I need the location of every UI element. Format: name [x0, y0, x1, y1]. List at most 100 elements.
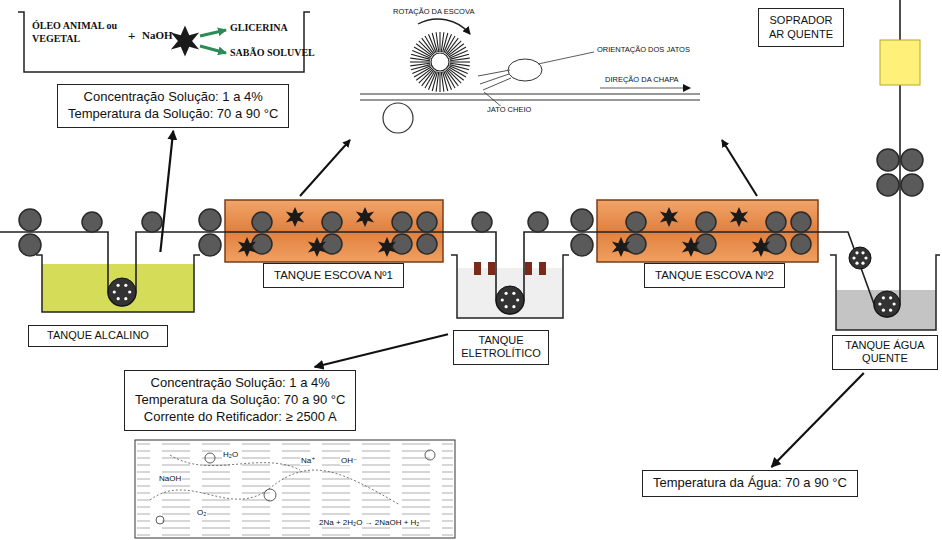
rollers — [252, 234, 272, 254]
steel-strip — [0, 0, 900, 317]
box-text: NaOH — [142, 29, 173, 42]
annotation-label: Na⁺ — [300, 456, 316, 465]
brush-detail — [441, 72, 444, 92]
rollers — [877, 149, 899, 171]
brush-detail — [450, 58, 470, 61]
electrolysis-detail — [135, 440, 455, 538]
rollers — [322, 212, 342, 232]
rollers — [142, 212, 162, 232]
submerged-rollers — [108, 278, 136, 306]
brush-tank-1 — [225, 200, 443, 262]
box-text: + — [128, 28, 135, 44]
reaction-star — [171, 25, 199, 56]
electrolysis-detail — [205, 453, 215, 463]
rollers — [19, 149, 923, 256]
rollers — [766, 212, 786, 232]
rollers — [696, 212, 716, 232]
box-text: Concentração Solução: 1 a 4% — [68, 89, 278, 106]
brush-tank-2 — [597, 200, 818, 262]
box-text: Temperatura da Água: 70 a 90 °C — [653, 475, 847, 492]
brush-stars — [308, 237, 326, 257]
hot-air-blower — [880, 40, 920, 85]
roller-dots — [889, 309, 892, 312]
electrolytic-tank-node: TANQUE ELETROLÍTICO — [451, 255, 569, 365]
roller-dots — [882, 296, 885, 299]
reaction-box: ÓLEO ANIMAL ou VEGETAL+NaOHGLICERINASABÃ… — [24, 12, 304, 72]
brush-detail — [538, 52, 594, 64]
box-text: Corrente do Retificador: ≥ 2500 A — [135, 409, 345, 426]
rollers — [901, 174, 923, 196]
electrolysis-detail — [150, 470, 400, 505]
product-arrows — [200, 46, 226, 53]
rollers — [19, 234, 41, 256]
box-text: SOPRADOR AR QUENTE — [765, 13, 837, 42]
product-arrows — [200, 30, 226, 36]
roller-dots — [113, 290, 116, 293]
roller-dots — [889, 296, 892, 299]
flow-arrow — [160, 131, 173, 252]
brush-stars — [682, 237, 700, 257]
box-text: TANQUE ESCOVA Nº1 — [274, 268, 393, 283]
brush-tank-label: TANQUE ESCOVA Nº2 — [644, 263, 785, 288]
alkaline-tank — [36, 255, 200, 312]
brush-tank-2 — [597, 200, 818, 262]
brush-detail — [478, 70, 511, 90]
rollers — [19, 209, 41, 231]
parameter-box: Concentração Solução: 1 a 4%Temperatura … — [124, 370, 356, 431]
roller-dots — [855, 251, 858, 254]
rollers — [392, 234, 412, 254]
annotation-label: OH⁻ — [340, 456, 358, 465]
rollers — [82, 212, 102, 232]
box-text: SABÃO SOLUVEL — [230, 47, 315, 59]
box-text: GLICERINA — [230, 22, 288, 34]
box-text: TANQUE ESCOVA Nº2 — [655, 268, 774, 283]
roller-dots — [113, 251, 896, 312]
electrolysis-detail — [425, 450, 435, 460]
tank-label: TANQUE ELETROLÍTICO — [453, 330, 549, 366]
brush-detail — [436, 32, 439, 52]
box-text: Temperatura da Solução: 70 a 90 °C — [135, 392, 345, 409]
rollers — [766, 234, 786, 254]
brush-detail — [439, 72, 440, 92]
rollers — [528, 212, 548, 232]
brush-tank-label: TANQUE ESCOVA Nº1 — [263, 263, 404, 288]
alkaline-tank — [42, 264, 194, 312]
rollers — [322, 234, 342, 254]
rollers — [696, 234, 716, 254]
brush-detail — [418, 19, 470, 34]
rollers — [472, 212, 492, 232]
annotation-label: O₂ — [196, 508, 207, 517]
alkaline-tank-node: TANQUE ALCALINO — [28, 255, 200, 347]
annotation-label: H₂O — [222, 450, 239, 459]
roller-dots — [501, 298, 504, 301]
electrolytic-tank — [451, 255, 569, 318]
roller-dots — [878, 302, 881, 305]
tank-label: TANQUE ALCALINO — [28, 325, 168, 347]
leader-arrows — [300, 140, 757, 196]
submerged-rollers — [108, 247, 900, 317]
hot-water-tank — [836, 290, 936, 330]
rollers — [571, 209, 593, 231]
box-text: Concentração Solução: 1 a 4% — [135, 375, 345, 392]
roller-dots — [117, 284, 120, 287]
brush-stars — [660, 207, 678, 227]
roller-dots — [852, 256, 855, 259]
brush-detail — [360, 19, 700, 133]
annotation-label: DIREÇÃO DA CHAPA — [604, 76, 680, 85]
steel-strip — [0, 0, 900, 317]
hot-water-tank-node: TANQUE ÁGUA QUENTE — [828, 255, 940, 370]
roller-dots — [505, 292, 508, 295]
rollers — [199, 209, 221, 231]
box-text: ÓLEO ANIMAL ou VEGETAL — [32, 20, 120, 45]
annotation-label: ROTAÇÃO DA ESCOVA — [392, 8, 475, 17]
rollers — [791, 234, 811, 254]
leader-arrows — [300, 140, 350, 196]
brush-stars — [356, 207, 374, 227]
parameter-box: Temperatura da Água: 70 a 90 °C — [642, 470, 858, 497]
hot-water-tank — [830, 255, 940, 330]
box-text: Temperatura da Solução: 70 a 90 °C — [68, 106, 278, 123]
brush-detail — [600, 88, 690, 89]
